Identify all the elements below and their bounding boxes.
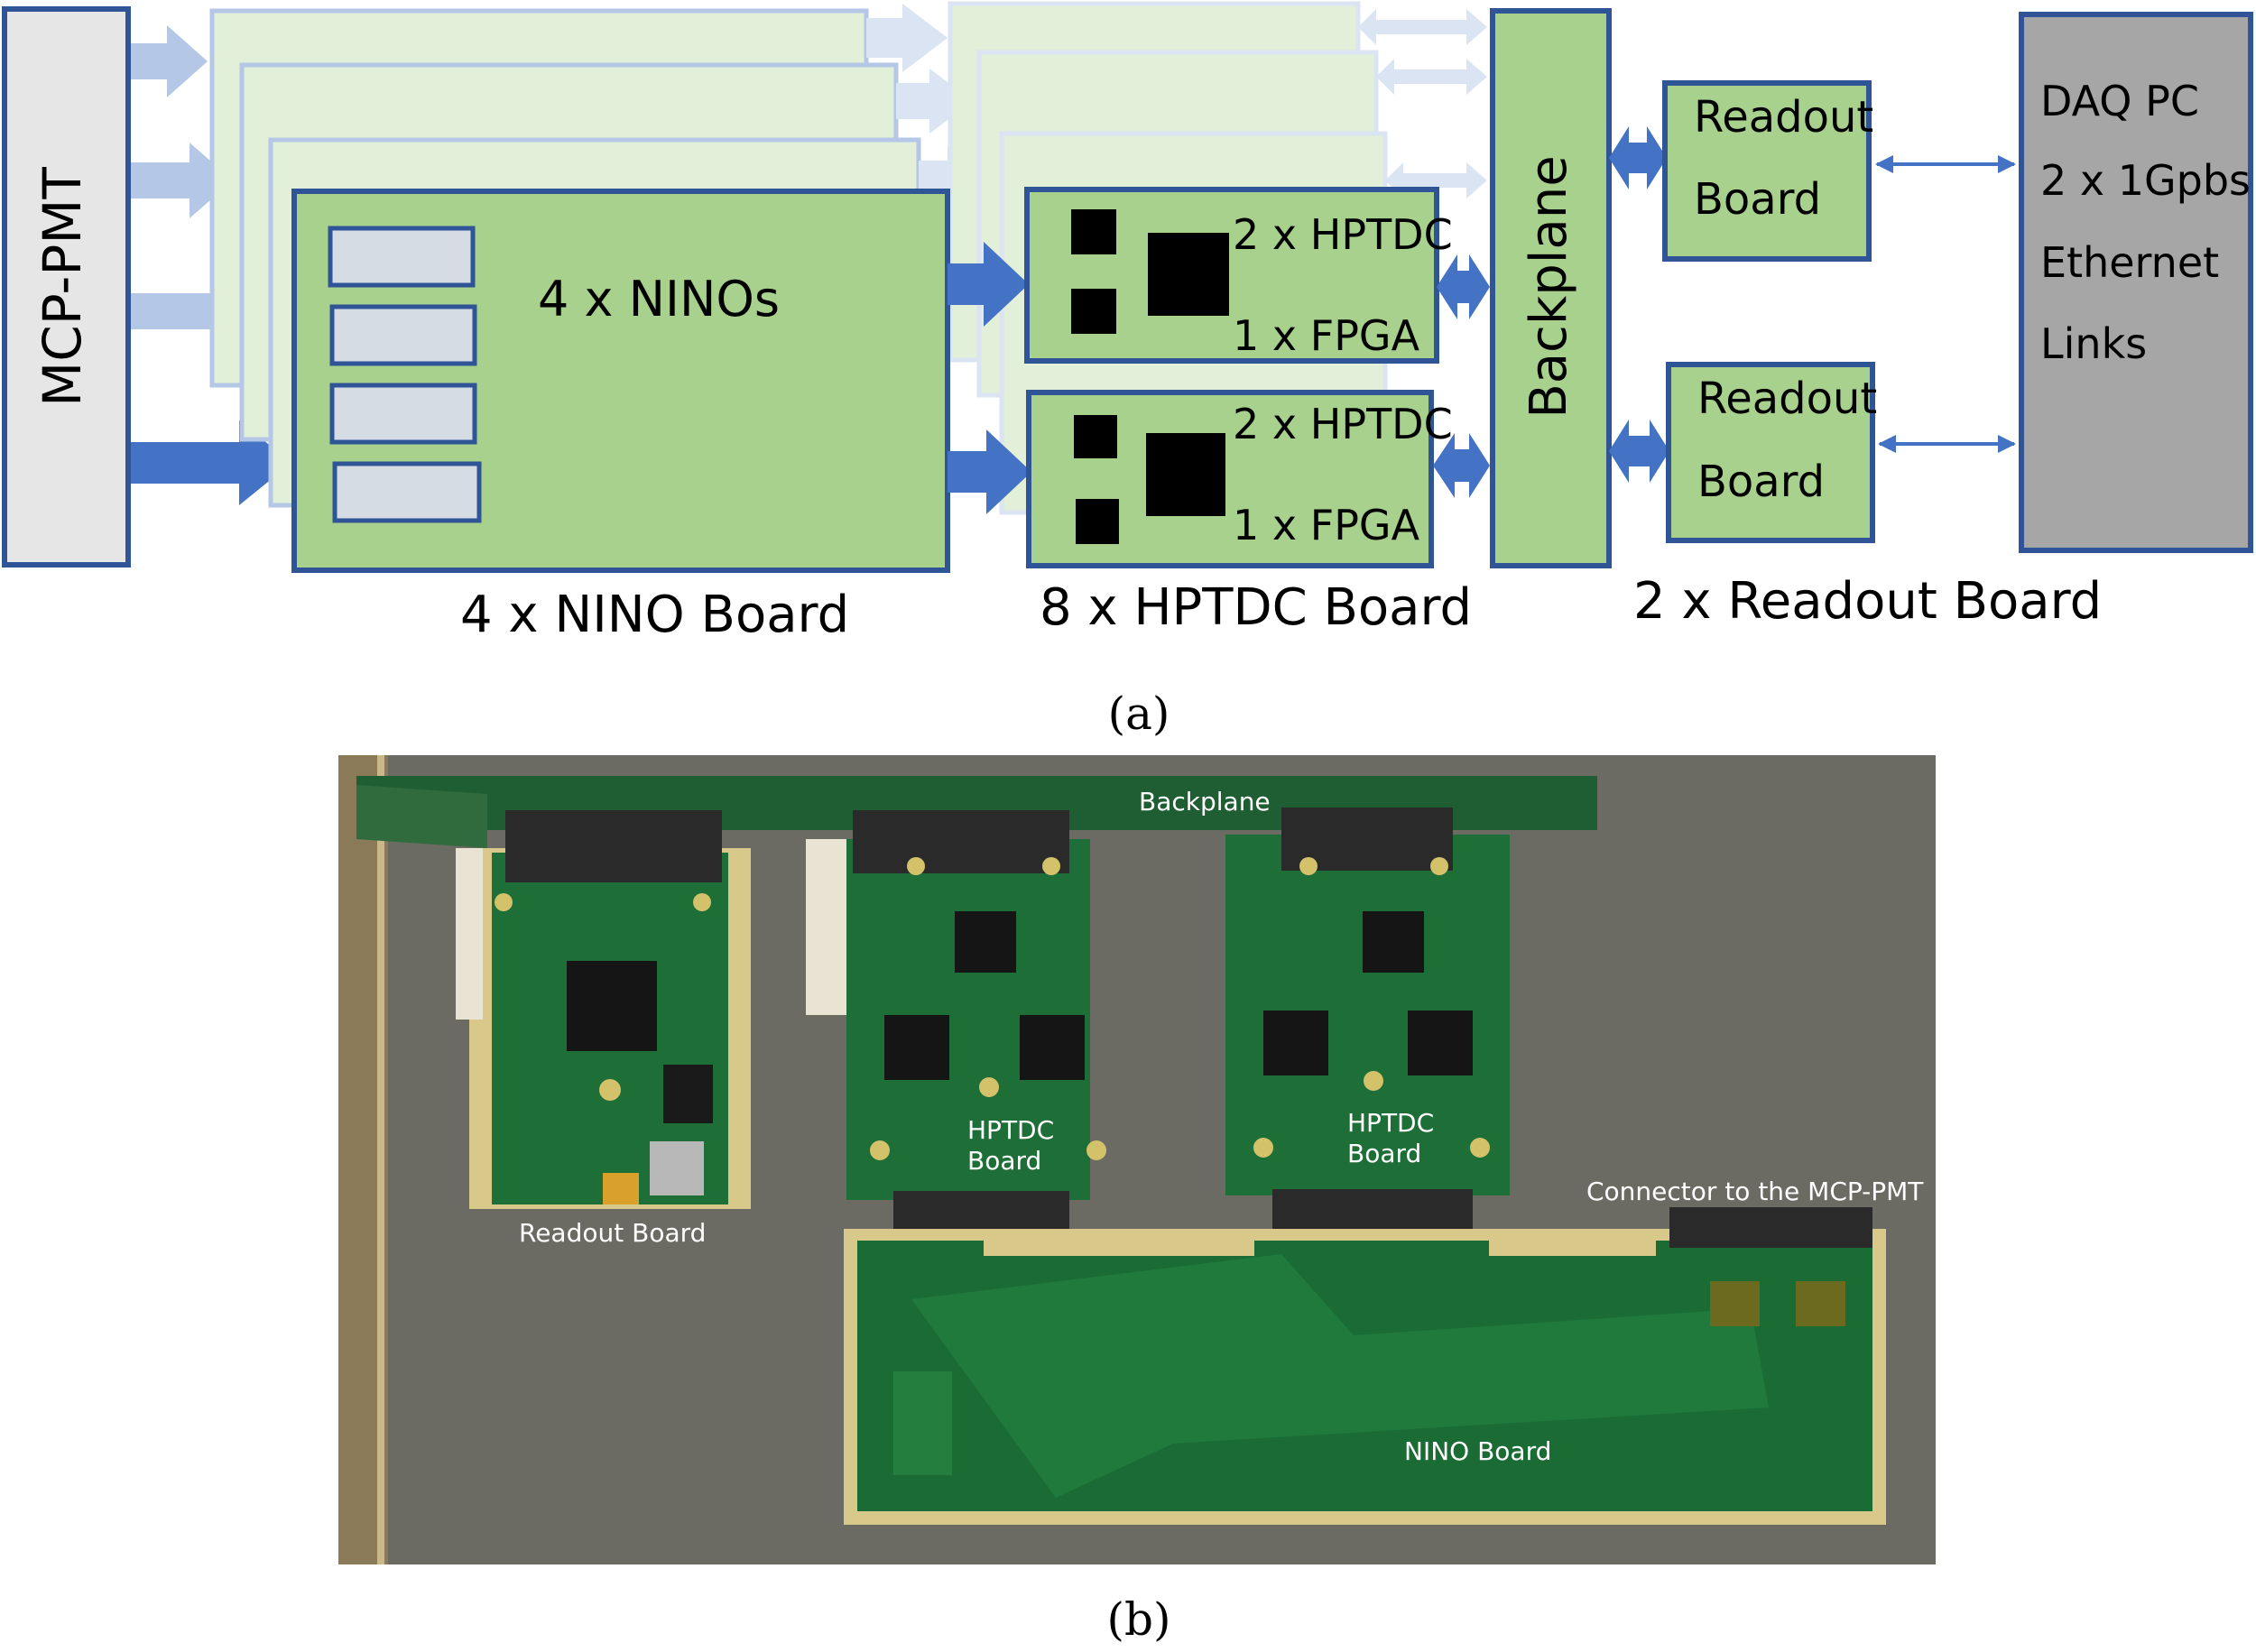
nino-board: 4 x NINOs (294, 191, 948, 570)
nino-chip-slot (335, 464, 479, 521)
photo-label-hptdc-1-line1: HPTDC (967, 1115, 1054, 1145)
nino-chip-slot (332, 307, 475, 364)
daq-line-4: Links (2040, 319, 2147, 368)
readout-label-line1: Readout (1694, 92, 1873, 143)
hptdc-board-2: 2 x HPTDC 1 x FPGA (1029, 392, 1453, 566)
readout-board-2: Readout Board (1669, 365, 1877, 540)
hptdc-board-photo-2 (1225, 808, 1510, 1245)
daq-line-2: 2 x 1Gpbs (2040, 156, 2251, 205)
nino-chips-label: 4 x NINOs (538, 271, 780, 328)
fpga-label: 1 x FPGA (1233, 501, 1420, 549)
daq-line-1: DAQ PC (2040, 77, 2199, 125)
hptdc-chip (1074, 415, 1117, 458)
photo-label-backplane: Backplane (1139, 787, 1271, 817)
mcp-pmt-block: MCP-PMT (5, 9, 128, 565)
photo-label-readout-board: Readout Board (519, 1218, 706, 1248)
hptdc-chip (1071, 209, 1116, 254)
hptdc-label: 2 x HPTDC (1233, 210, 1453, 259)
hptdc-backplane-arrow (1437, 254, 1490, 319)
photo-label-nino-board: NINO Board (1404, 1436, 1551, 1466)
nino-board-photo (844, 1207, 1886, 1525)
hptdc-board-photo-1 (806, 810, 1106, 1245)
block-diagram: MCP-PMT (5, 4, 2251, 740)
photo-label-hptdc-1-line2: Board (967, 1146, 1041, 1176)
nino-chip-slot (330, 228, 473, 285)
backplane-readout-arrow (1609, 126, 1667, 189)
daq-line-3: Ethernet (2040, 238, 2219, 287)
backplane-label: Backplane (1520, 155, 1578, 418)
board-photo: Backplane Readout Board HPTDC Board HPTD… (338, 755, 1936, 1646)
fpga-chip (1148, 233, 1229, 316)
readout-label-line1: Readout (1697, 374, 1877, 424)
caption-b: (b) (1106, 1593, 1170, 1646)
fpga-label: 1 x FPGA (1233, 311, 1420, 360)
hptdc-chip (1071, 289, 1116, 334)
photo-label-connector: Connector to the MCP-PMT (1586, 1177, 1924, 1206)
hptdc-label: 2 x HPTDC (1233, 400, 1453, 448)
readout-label-line2: Board (1697, 457, 1825, 507)
backplane-readout-arrow (1609, 420, 1669, 483)
nino-board-caption: 4 x NINO Board (460, 586, 849, 644)
photo-label-hptdc-2-line2: Board (1347, 1139, 1421, 1168)
faded-arrow (131, 25, 208, 97)
readout-label-line2: Board (1694, 174, 1821, 225)
hptdc-chip (1076, 499, 1119, 544)
backplane-block: Backplane (1493, 11, 1609, 566)
photo-label-hptdc-2-line1: HPTDC (1347, 1108, 1434, 1138)
readout-board-caption: 2 x Readout Board (1633, 572, 2102, 631)
hptdc-board-caption: 8 x HPTDC Board (1040, 578, 1472, 637)
fpga-chip (1146, 433, 1225, 516)
daq-pc-block: DAQ PC 2 x 1Gpbs Ethernet Links (2021, 14, 2251, 550)
nino-chip-slot (332, 385, 475, 442)
readout-board-1: Readout Board (1665, 83, 1873, 259)
caption-a: (a) (1108, 688, 1170, 740)
mcp-pmt-label: MCP-PMT (32, 167, 93, 407)
hptdc-board-1: 2 x HPTDC 1 x FPGA (1027, 189, 1453, 361)
readout-board-photo (456, 810, 751, 1209)
